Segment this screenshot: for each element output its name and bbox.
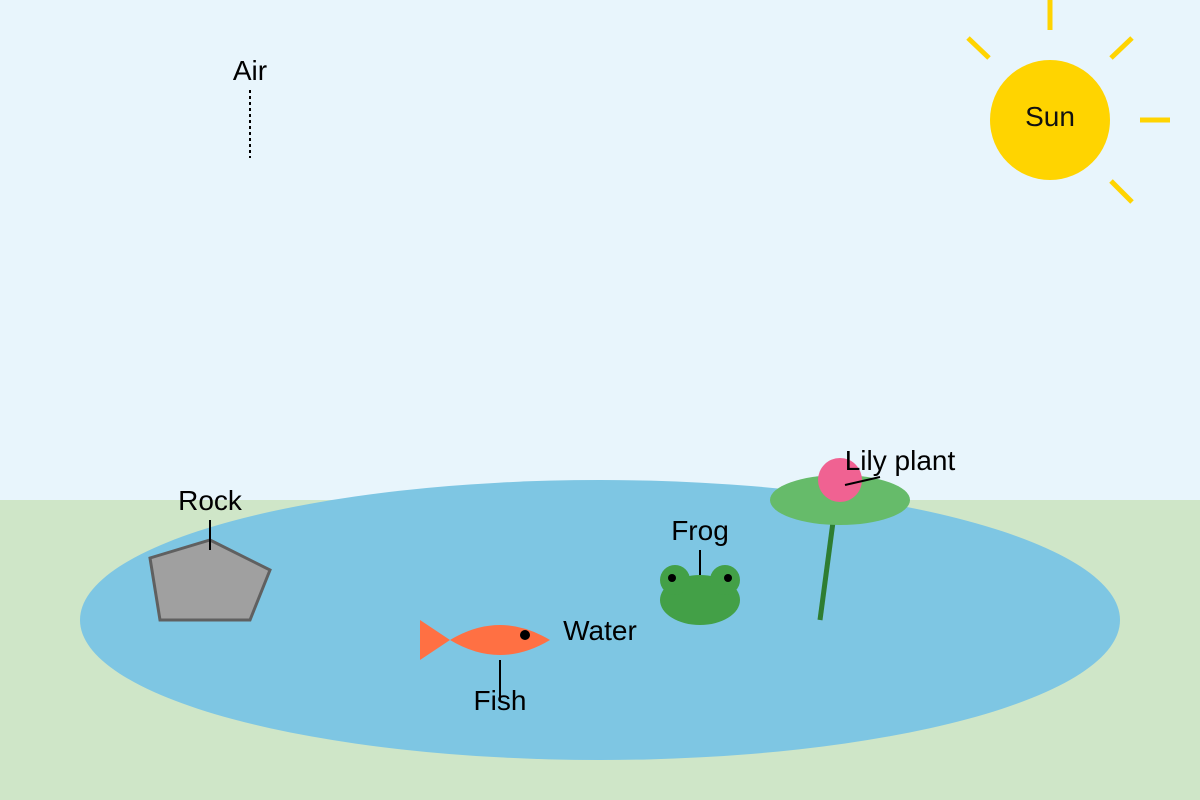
lily-flower [818, 458, 862, 502]
fish-tail [420, 620, 450, 660]
lily-leader-line [844, 476, 881, 486]
rock-label: Rock [178, 485, 243, 516]
sun-ray [1109, 36, 1134, 60]
air: Air [233, 55, 267, 158]
lily-plant-label: Lily plant [845, 445, 956, 476]
frog-right-eye [724, 574, 732, 582]
lily-plant: Lily plant [770, 445, 956, 621]
air-label: Air [233, 55, 267, 86]
fish-eye [520, 630, 530, 640]
sun-ray [966, 36, 991, 60]
rock: Rock [148, 485, 272, 622]
sky [0, 0, 1200, 500]
lily-stem [817, 521, 836, 621]
frog-label: Frog [671, 515, 729, 546]
rock-shape [148, 538, 272, 622]
fish: Fish [420, 620, 550, 716]
sun-disc [990, 60, 1110, 180]
sun: Sun [966, 0, 1170, 204]
sun-ray [1109, 179, 1134, 204]
frog-left-eye [668, 574, 676, 582]
water-label: Water [563, 615, 637, 646]
fish-label: Fish [474, 685, 527, 716]
sun-label: Sun [1025, 101, 1075, 132]
frog: Frog [660, 515, 740, 625]
pond-water [80, 480, 1120, 760]
